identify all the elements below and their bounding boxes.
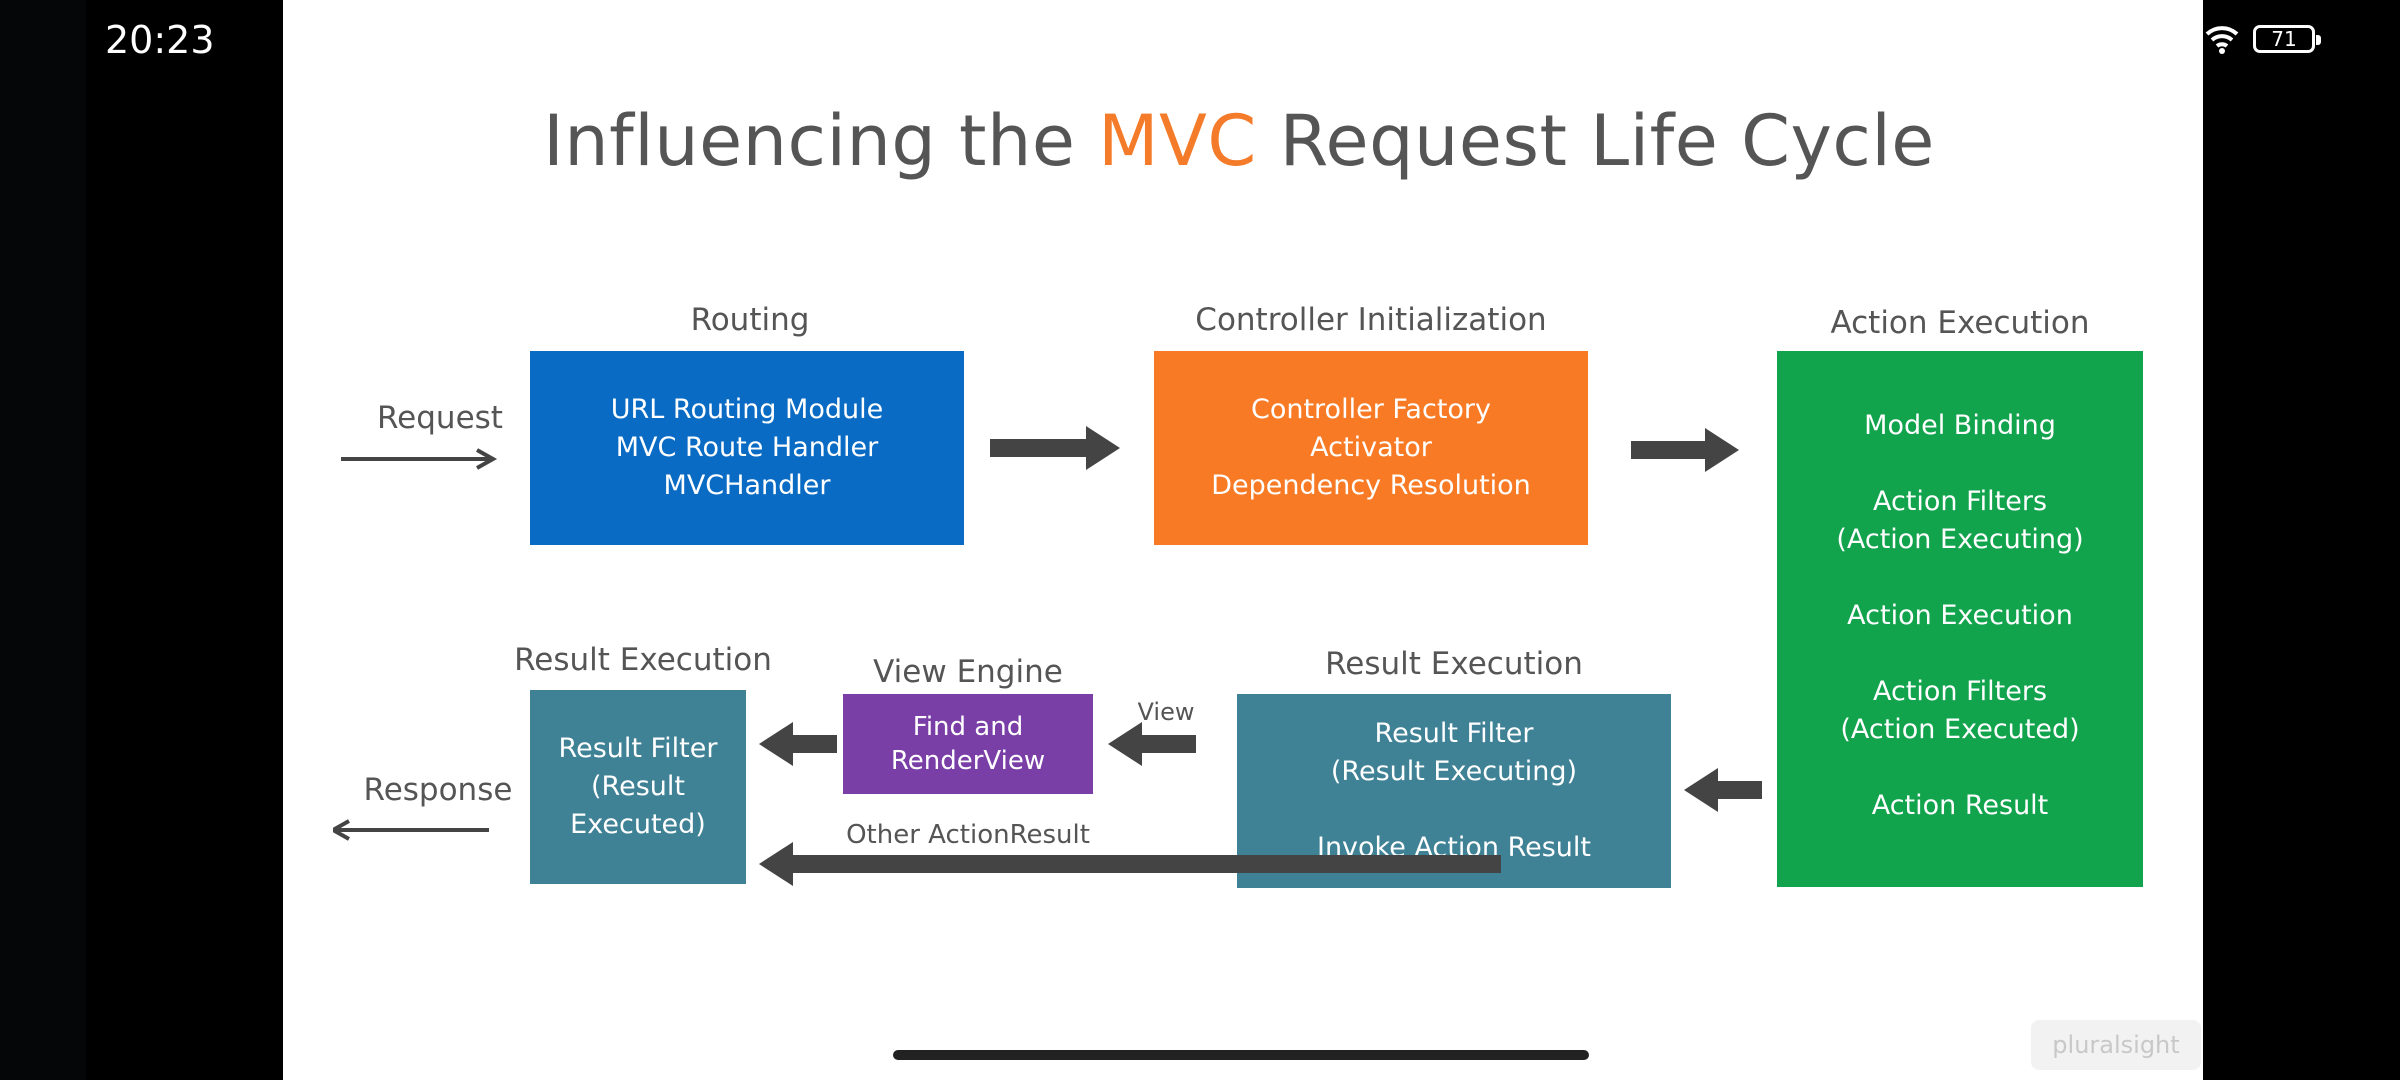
routing-line: MVC Route Handler [615, 432, 879, 463]
action-execution-label: Action Execution [1830, 305, 2090, 341]
title-before: Influencing the [543, 100, 1099, 182]
view-arrow-label: View [1137, 698, 1195, 726]
left-gutter [0, 0, 86, 1080]
result-left-line: (Result [591, 771, 685, 802]
result-execution-right-label: Result Execution [1325, 646, 1583, 682]
action-item: Action Result [1871, 790, 2049, 821]
battery-icon: 71 [2253, 25, 2321, 53]
result-execution-left-box: Result Filter (Result Executed) [530, 690, 746, 884]
status-time: 20:23 [105, 18, 215, 62]
request-label: Request [377, 400, 503, 436]
right-arrow-icon [990, 426, 1120, 470]
result-right-line: Result Filter [1374, 718, 1534, 749]
result-right-line: (Result Executing) [1330, 756, 1578, 787]
controller-init-label: Controller Initialization [1195, 302, 1547, 338]
action-execution-box: Model Binding Action Filters (Action Exe… [1777, 351, 2143, 887]
wifi-icon [2205, 24, 2239, 54]
action-item: Action Execution [1847, 600, 2073, 631]
slide: Influencing the MVC Request Life Cycle R… [283, 0, 2203, 1080]
routing-label: Routing [690, 302, 810, 338]
view-engine-line: Find and [912, 712, 1024, 742]
home-indicator[interactable] [893, 1050, 1589, 1060]
action-item: Action Filters [1872, 486, 2048, 517]
response-label: Response [363, 772, 513, 808]
action-item: (Action Executed) [1840, 714, 2080, 745]
result-left-line: Result Filter [558, 733, 718, 764]
left-arrow-icon [1108, 722, 1196, 766]
title-accent: MVC [1098, 100, 1257, 182]
other-result-label: Other ActionResult [846, 820, 1090, 850]
controller-init-box: Controller Factory Activator Dependency … [1154, 351, 1588, 545]
controller-line: Controller Factory [1250, 394, 1492, 425]
view-engine-box: Find and RenderView [843, 694, 1093, 794]
view-engine-label: View Engine [873, 654, 1063, 690]
result-execution-left-label: Result Execution [514, 642, 772, 678]
routing-line: MVCHandler [663, 470, 831, 501]
view-engine-line: RenderView [890, 746, 1046, 776]
pluralsight-logo: pluralsight [2031, 1020, 2201, 1070]
controller-line: Activator [1310, 432, 1432, 463]
status-icons: 71 [2205, 24, 2321, 54]
title-after: Request Life Cycle [1256, 100, 1935, 182]
routing-box: URL Routing Module MVC Route Handler MVC… [530, 351, 964, 545]
action-item: Model Binding [1864, 410, 2056, 441]
action-item: Action Filters [1872, 676, 2048, 707]
left-arrow-icon [1684, 768, 1762, 812]
request-arrow-icon [341, 448, 498, 470]
routing-line: URL Routing Module [610, 394, 884, 425]
controller-line: Dependency Resolution [1211, 470, 1531, 501]
response-arrow-icon [333, 819, 489, 841]
right-arrow-icon [1631, 428, 1739, 472]
action-item: (Action Executing) [1836, 524, 2084, 555]
other-result-arrow-icon [759, 842, 1501, 886]
result-left-line: Executed) [570, 809, 706, 840]
left-arrow-icon [759, 722, 837, 766]
slide-title: Influencing the MVC Request Life Cycle [283, 100, 2195, 182]
result-execution-right-box: Result Filter (Result Executing) Invoke … [1237, 694, 1671, 888]
